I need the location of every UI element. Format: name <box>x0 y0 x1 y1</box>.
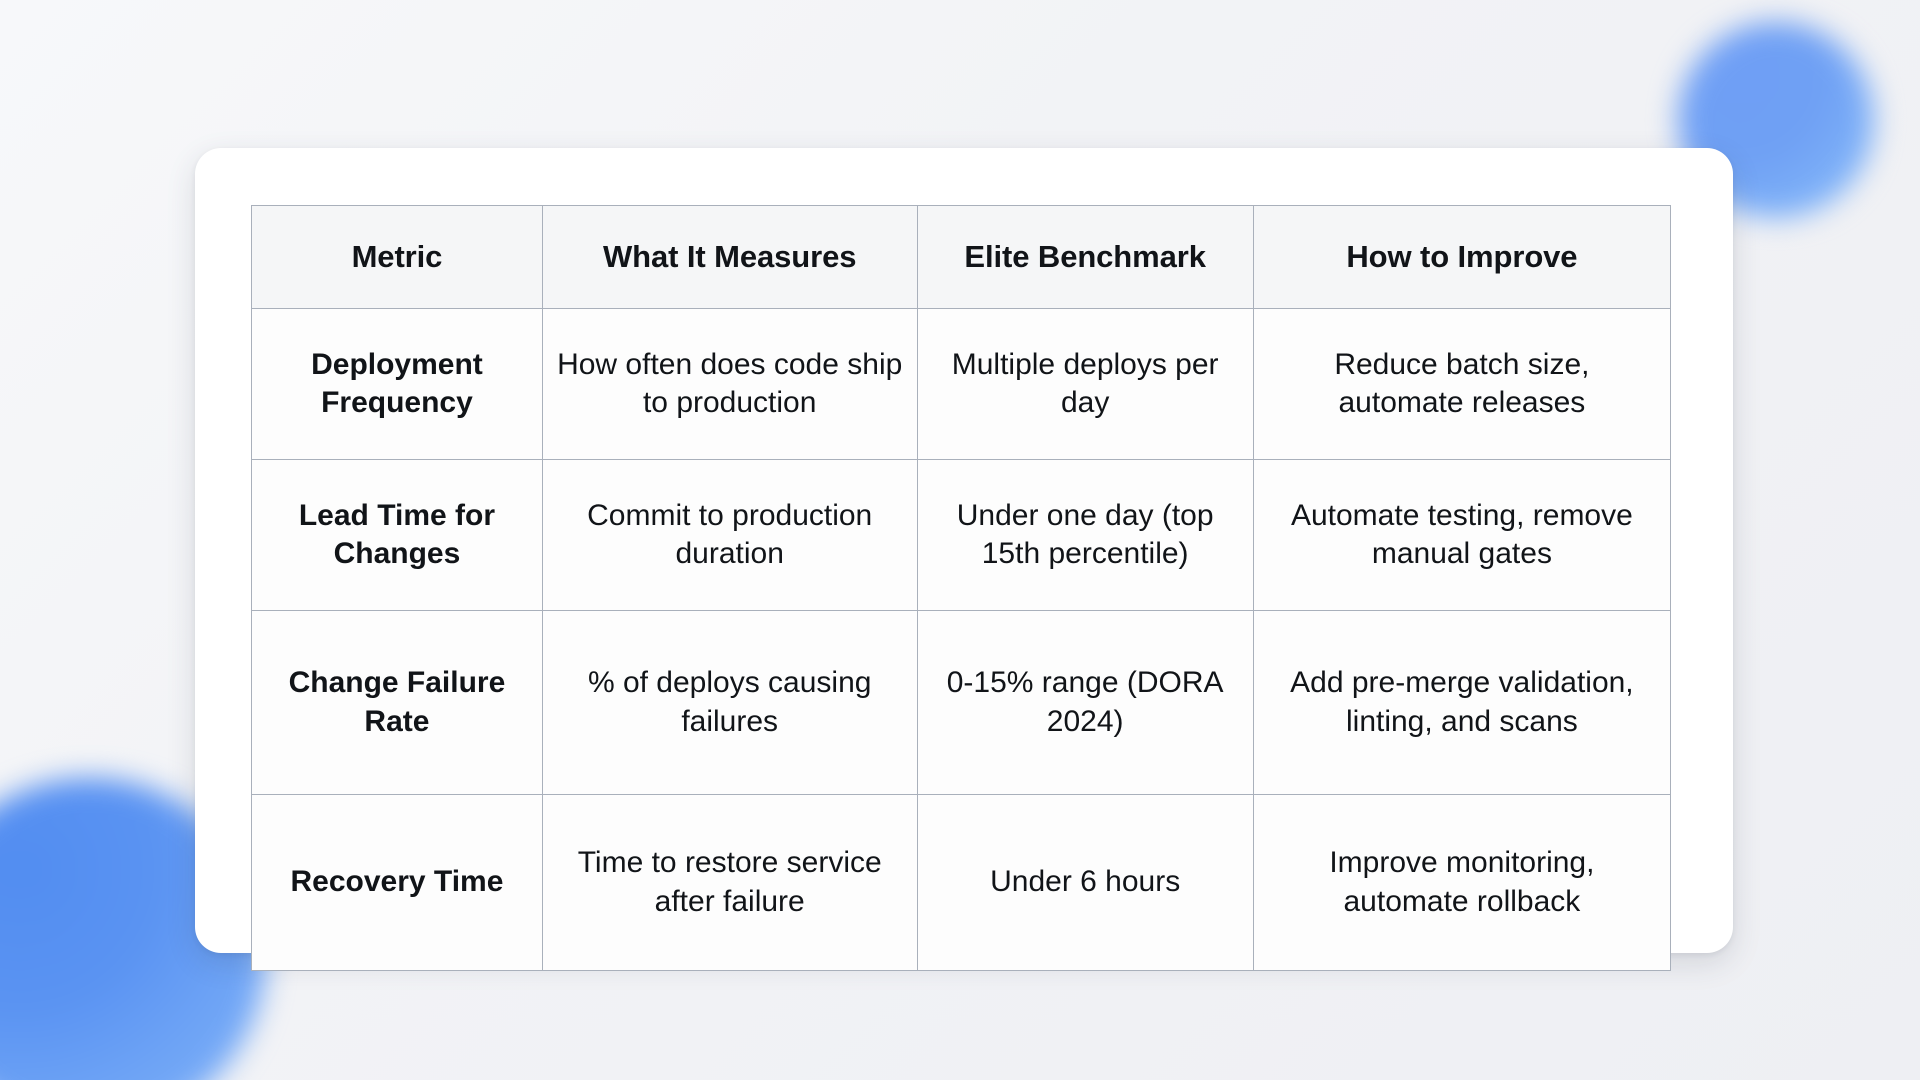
cell-what-it-measures: % of deploys causing failures <box>541 610 918 795</box>
cell-how-to-improve: Reduce batch size, automate releases <box>1252 308 1672 460</box>
cell-how-to-improve: Improve monitoring, automate rollback <box>1252 794 1672 971</box>
table-row: Recovery Time Time to restore service af… <box>251 794 1672 971</box>
table-row: Lead Time for Changes Commit to producti… <box>251 459 1672 611</box>
cell-elite-benchmark: 0-15% range (DORA 2024) <box>916 610 1254 795</box>
table-body: Deployment Frequency How often does code… <box>251 308 1672 971</box>
cell-what-it-measures: Commit to production duration <box>541 459 918 611</box>
cell-elite-benchmark: Under one day (top 15th percentile) <box>916 459 1254 611</box>
cell-metric: Deployment Frequency <box>251 308 543 460</box>
cell-metric: Change Failure Rate <box>251 610 543 795</box>
column-header-metric: Metric <box>251 205 543 309</box>
cell-metric: Lead Time for Changes <box>251 459 543 611</box>
column-header-elite-benchmark: Elite Benchmark <box>916 205 1254 309</box>
table-header-row: Metric What It Measures Elite Benchmark … <box>251 205 1672 309</box>
cell-what-it-measures: How often does code ship to production <box>541 308 918 460</box>
cell-metric: Recovery Time <box>251 794 543 971</box>
column-header-how-to-improve: How to Improve <box>1252 205 1672 309</box>
cell-elite-benchmark: Under 6 hours <box>916 794 1254 971</box>
table-row: Change Failure Rate % of deploys causing… <box>251 610 1672 795</box>
table-header: Metric What It Measures Elite Benchmark … <box>251 205 1672 309</box>
table-card: Metric What It Measures Elite Benchmark … <box>195 148 1733 971</box>
column-header-what-it-measures: What It Measures <box>541 205 918 309</box>
cell-elite-benchmark: Multiple deploys per day <box>916 308 1254 460</box>
dora-metrics-table: Metric What It Measures Elite Benchmark … <box>251 205 1672 971</box>
cell-how-to-improve: Add pre-merge validation, linting, and s… <box>1252 610 1672 795</box>
cell-what-it-measures: Time to restore service after failure <box>541 794 918 971</box>
table-row: Deployment Frequency How often does code… <box>251 308 1672 460</box>
cell-how-to-improve: Automate testing, remove manual gates <box>1252 459 1672 611</box>
